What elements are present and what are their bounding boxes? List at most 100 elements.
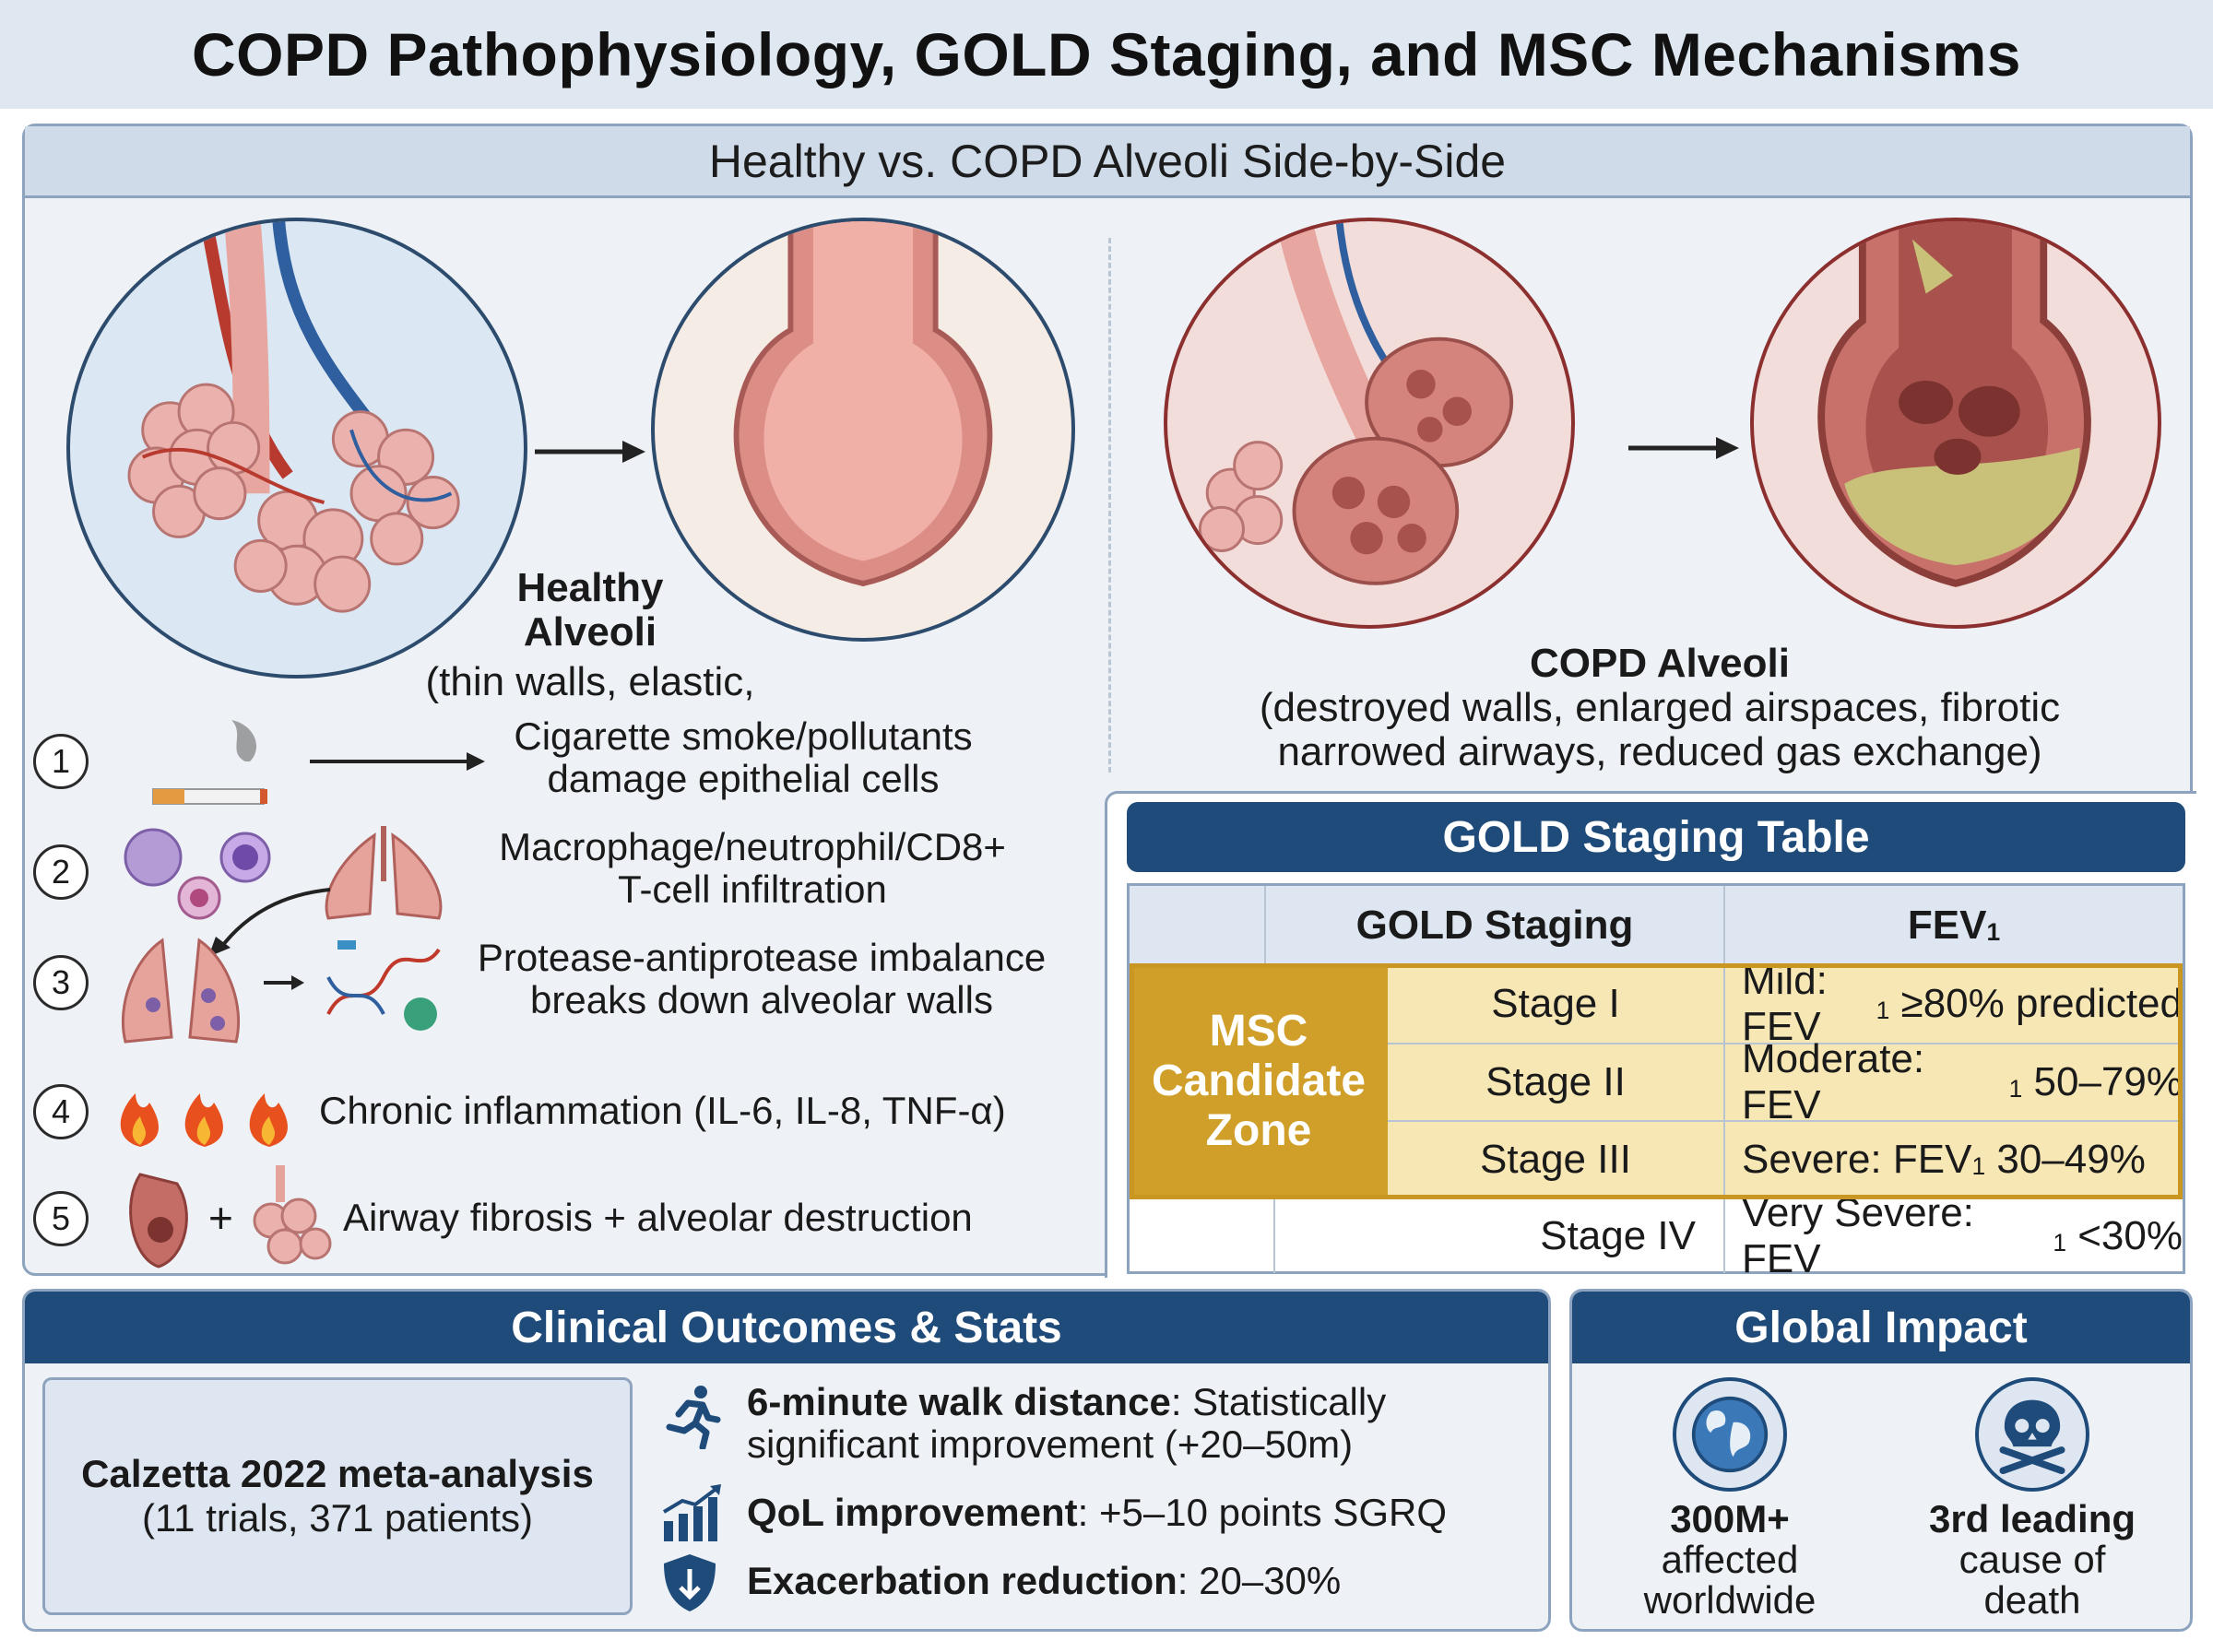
global-impact-heading: Global Impact xyxy=(1572,1292,2190,1363)
msc-zone-line1: MSC xyxy=(1209,1007,1308,1056)
alveoli-destruction-icon xyxy=(253,1165,332,1265)
copd-alveolus-zoom-illustration xyxy=(1817,221,2091,587)
step-2-text: Macrophage/neutrophil/CD8+ T-cell infilt… xyxy=(439,826,1066,911)
global-impact-panel: Global Impact xyxy=(1569,1289,2193,1632)
step-1: 1 Cigarette smoke/pollutants damage epit… xyxy=(33,715,1084,808)
step-1-line1: Cigarette smoke/pollutants xyxy=(514,714,973,758)
page-title: COPD Pathophysiology, GOLD Staging, and … xyxy=(192,20,2021,88)
stat-affected-line3: worldwide xyxy=(1643,1578,1817,1622)
outcome-exacerbation-label: Exacerbation reduction xyxy=(747,1559,1178,1602)
immune-cells-icon xyxy=(124,826,443,920)
healthy-title-line2: Alveoli xyxy=(523,609,657,655)
clinical-outcomes-heading: Clinical Outcomes & Stats xyxy=(25,1292,1548,1363)
cigarette-icon xyxy=(152,720,267,805)
step-1-line2: damage epithelial cells xyxy=(547,757,940,800)
outcome-exacerbation-text: Exacerbation reduction: 20–30% xyxy=(747,1560,1472,1602)
step-2-line1: Macrophage/neutrophil/CD8+ xyxy=(499,825,1006,868)
study-summary-box: Calzetta 2022 meta-analysis (11 trials, … xyxy=(42,1377,633,1615)
copd-caption: COPD Alveoli (destroyed walls, enlarged … xyxy=(1199,642,2121,774)
fire-icon xyxy=(120,1093,288,1147)
grid-line xyxy=(1388,1120,2183,1122)
outcome-qol: QoL improvement: +5–10 points SGRQ xyxy=(660,1484,1472,1547)
gold-table-header-blank xyxy=(1130,886,1264,965)
bar-chart-growth-icon xyxy=(662,1484,721,1541)
step-1-number: 1 xyxy=(33,734,89,789)
step-3-number: 3 xyxy=(33,955,89,1010)
grid-line xyxy=(1264,886,1266,965)
gold-highlight-band xyxy=(1388,965,2183,1198)
stat-death-line3: death xyxy=(1983,1578,2081,1622)
gold-table-header-fev-sub: 1 xyxy=(1986,918,2001,947)
step-1-text: Cigarette smoke/pollutants damage epithe… xyxy=(420,715,1066,800)
running-person-icon xyxy=(666,1386,721,1449)
grid-line xyxy=(1723,886,1725,1273)
step-2-line2: T-cell infiltration xyxy=(618,867,887,911)
grid-line xyxy=(1273,1198,1275,1273)
alveoli-divider xyxy=(1108,238,1111,773)
healthy-arrow-icon xyxy=(535,441,645,463)
outcome-walk-value-2: significant improvement (+20–50m) xyxy=(747,1422,1354,1466)
copd-alveolus-zoom-image xyxy=(1750,218,2161,629)
msc-zone-line3: Zone xyxy=(1205,1106,1312,1155)
copd-desc-line2: narrowed airways, reduced gas exchange) xyxy=(1277,729,2042,774)
title-bar: COPD Pathophysiology, GOLD Staging, and … xyxy=(0,0,2213,109)
outcome-exacerbation: Exacerbation reduction: 20–30% xyxy=(660,1554,1472,1615)
gold-row-3-stage: Stage III xyxy=(1480,1137,1631,1182)
gold-table-header-staging-text: GOLD Staging xyxy=(1355,903,1634,948)
gold-table-heading: GOLD Staging Table xyxy=(1127,802,2185,872)
step-2: 2 Macrophage/neutrophil/CD8+ T-cell infi… xyxy=(33,826,1084,920)
copd-title: COPD Alveoli xyxy=(1530,641,1790,686)
gold-row-2-stage: Stage II xyxy=(1485,1059,1626,1104)
msc-candidate-zone: MSC Candidate Zone xyxy=(1130,965,1388,1198)
study-title: Calzetta 2022 meta-analysis xyxy=(81,1452,594,1495)
healthy-title-line1: Healthy xyxy=(516,565,664,610)
step-1-arrow-icon xyxy=(310,752,485,771)
grid-line xyxy=(1388,1043,2183,1044)
study-subtitle: (11 trials, 371 patients) xyxy=(141,1496,534,1540)
gold-row-4-fev-pre: Very Severe: FEV xyxy=(1742,1190,1974,1281)
gold-row-2-fev-sub: 1 xyxy=(2008,1075,2023,1103)
healthy-alveoli-illustration xyxy=(127,221,460,613)
outcome-qol-text: QoL improvement: +5–10 points SGRQ xyxy=(747,1492,1472,1534)
outcome-walk-text: 6-minute walk distance: Statistically si… xyxy=(747,1381,1472,1466)
stat-affected: 300M+ affected worldwide xyxy=(1601,1499,1859,1621)
gold-table-header-fev-text: FEV xyxy=(1907,903,1987,948)
gold-row-2-fev-post: 50–79% xyxy=(2022,1059,2183,1104)
step-4-number: 4 xyxy=(33,1084,89,1139)
step-3-line1: Protease-antiprotease imbalance xyxy=(477,936,1047,979)
msc-zone-line2: Candidate xyxy=(1151,1056,1367,1105)
healthy-alveolus-zoom-image xyxy=(651,218,1075,642)
globe-icon xyxy=(1673,1377,1787,1492)
step-4-text: Chronic inflammation (IL-6, IL-8, TNF-α) xyxy=(319,1089,1006,1132)
copd-arrow-icon xyxy=(1628,437,1739,459)
outcome-walk-label: 6-minute walk distance xyxy=(747,1380,1171,1423)
step-5-text: Airway fibrosis + alveolar destruction xyxy=(343,1196,973,1239)
gold-row-4-fev-post: <30% xyxy=(2066,1213,2183,1258)
outcome-exacerbation-value: : 20–30% xyxy=(1177,1559,1342,1602)
gold-row-3-fev-sub: 1 xyxy=(1971,1152,1986,1181)
step-5-plus: + xyxy=(208,1194,233,1242)
step-3-line2: breaks down alveolar walls xyxy=(530,978,993,1021)
protease-icon xyxy=(121,938,441,1044)
stat-affected-value: 300M+ xyxy=(1670,1497,1790,1540)
step-5: 5 + Airway fibrosis + alveolar destructi… xyxy=(33,1165,1084,1268)
gold-row-2-fev-pre: Moderate: FEV xyxy=(1742,1036,1925,1127)
stat-death-value: 3rd leading xyxy=(1928,1497,2136,1540)
globe-illustration xyxy=(1691,1396,1769,1473)
gold-row-1-fev-post: ≥80% predicted xyxy=(1889,981,2183,1026)
skull-illustration xyxy=(1999,1399,2065,1475)
stat-cause-of-death: 3rd leading cause of death xyxy=(1894,1499,2171,1621)
alveoli-panel-heading-text: Healthy vs. COPD Alveoli Side-by-Side xyxy=(708,135,1507,187)
outcome-qol-value: : +5–10 points SGRQ xyxy=(1077,1491,1448,1534)
healthy-desc: (thin walls, elastic, xyxy=(425,659,755,704)
outcome-walk-value: : Statistically xyxy=(1170,1380,1387,1423)
gold-row-1-stage: Stage I xyxy=(1491,981,1620,1026)
alveoli-panel-heading: Healthy vs. COPD Alveoli Side-by-Side xyxy=(25,126,2190,198)
step-3: 3 Protease-antiprotease imbalance breaks… xyxy=(33,936,1084,1044)
healthy-caption: Healthy Alveoli xyxy=(387,566,793,655)
airway-icon xyxy=(129,1173,188,1268)
